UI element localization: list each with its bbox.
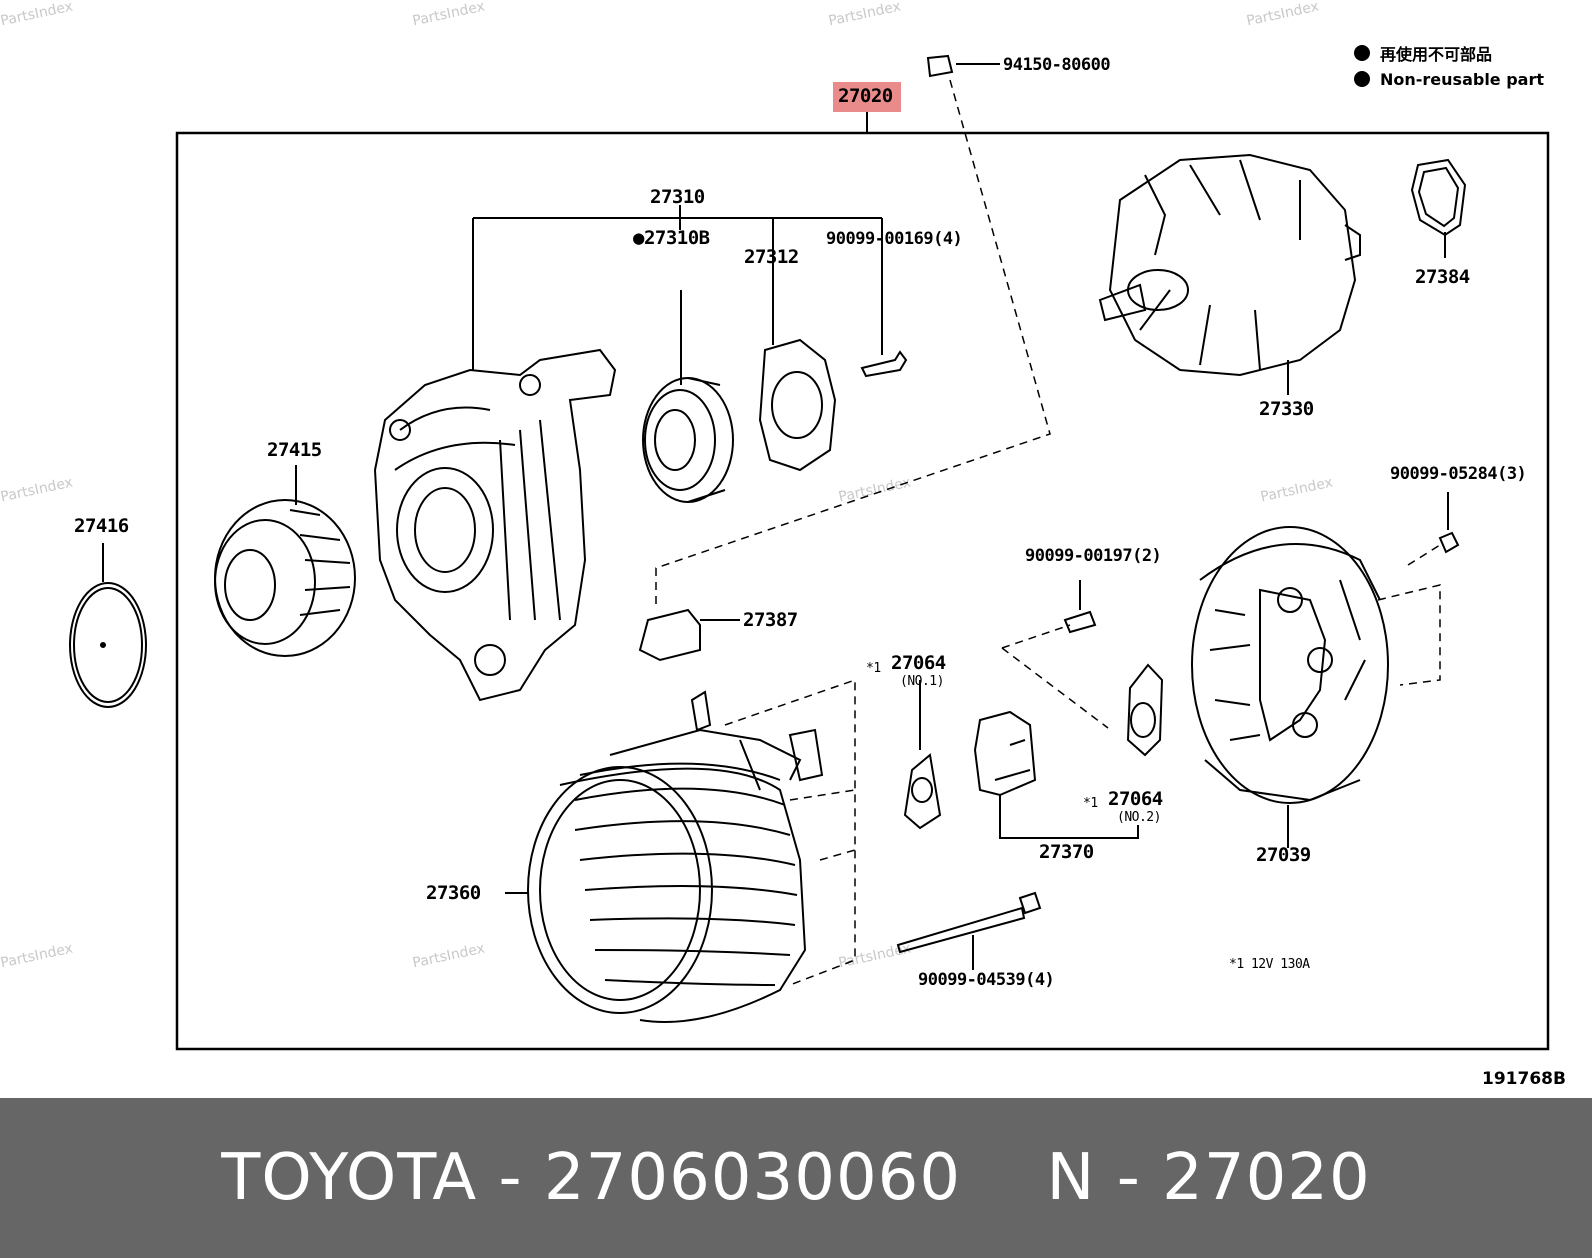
brush-holder bbox=[973, 624, 1139, 839]
diagram-code: 191768B bbox=[1482, 1069, 1566, 1089]
non-reusable-dot-icon bbox=[1354, 71, 1370, 87]
rotor bbox=[1098, 153, 1361, 395]
footer-part-number: 2706030060 bbox=[543, 1141, 962, 1215]
exploded-view-drawing bbox=[69, 54, 1550, 1051]
non-reusable-dot-icon bbox=[1354, 45, 1370, 61]
retainer-plate bbox=[758, 338, 837, 472]
footer-ref: N - 27020 bbox=[1046, 1141, 1371, 1215]
legend-text-jp: 再使用不可部品 bbox=[1380, 45, 1493, 64]
nut-part bbox=[926, 54, 954, 78]
nut bbox=[1438, 531, 1460, 554]
footnote-marker: *1 bbox=[1083, 796, 1098, 811]
part-label-90099-00197[interactable]: 90099-00197(2) bbox=[1025, 546, 1162, 566]
part-label-90099-05284[interactable]: 90099-05284(3) bbox=[1390, 464, 1527, 484]
part-label-27064-no1[interactable]: 27064 bbox=[891, 652, 946, 674]
part-note-no1: (NO.1) bbox=[900, 674, 944, 689]
insulator-plate-2 bbox=[1126, 663, 1164, 757]
rear-end-frame bbox=[505, 678, 856, 1023]
footer-separator: - bbox=[498, 1141, 523, 1215]
part-label-27387[interactable]: 27387 bbox=[743, 609, 798, 631]
legend-row-jp: 再使用不可部品 bbox=[1354, 40, 1544, 66]
part-label-27312[interactable]: 27312 bbox=[744, 246, 799, 268]
part-label-27370[interactable]: 27370 bbox=[1039, 841, 1094, 863]
assembly-frame bbox=[175, 131, 1550, 1051]
footer-text: TOYOTA - 2706030060 N - 27020 bbox=[221, 1141, 1370, 1215]
part-label-27310[interactable]: 27310 bbox=[650, 186, 705, 208]
part-label-90099-04539[interactable]: 90099-04539(4) bbox=[918, 970, 1055, 990]
screw bbox=[1063, 610, 1097, 634]
terminal-bracket bbox=[638, 608, 740, 662]
part-label-27360[interactable]: 27360 bbox=[426, 882, 481, 904]
dashed-leader bbox=[655, 79, 1051, 608]
part-label-27310b[interactable]: ●27310B bbox=[633, 227, 710, 249]
rear-cover bbox=[1191, 526, 1441, 848]
part-note-no2: (NO.2) bbox=[1117, 810, 1161, 825]
part-label-27330[interactable]: 27330 bbox=[1259, 398, 1314, 420]
part-label-27384[interactable]: 27384 bbox=[1415, 266, 1470, 288]
footnote-text: *1 12V 130A bbox=[1229, 957, 1310, 972]
part-label-27416[interactable]: 27416 bbox=[74, 515, 129, 537]
footer-brand: TOYOTA bbox=[221, 1141, 478, 1215]
pulley-cover bbox=[69, 543, 147, 708]
pulley bbox=[214, 465, 356, 657]
bearing bbox=[642, 377, 734, 503]
legend-text-en: Non-reusable part bbox=[1380, 69, 1545, 89]
insulator-plate-1 bbox=[903, 680, 942, 830]
part-label-27039[interactable]: 27039 bbox=[1256, 844, 1311, 866]
drive-end-frame bbox=[373, 348, 617, 702]
part-label-94150-80600[interactable]: 94150-80600 bbox=[1003, 55, 1111, 75]
parts-diagram: PartsIndex PartsIndex PartsIndex PartsIn… bbox=[0, 0, 1566, 1089]
footnote-marker: *1 bbox=[866, 661, 881, 676]
legend: 再使用不可部品 Non-reusable part bbox=[1354, 40, 1544, 92]
part-label-90099-00169[interactable]: 90099-00169(4) bbox=[826, 229, 963, 249]
part-label-27415[interactable]: 27415 bbox=[267, 439, 322, 461]
through-bolt bbox=[896, 891, 1042, 970]
assembly-label[interactable]: 27020 bbox=[838, 85, 893, 107]
footer-bar: TOYOTA - 2706030060 N - 27020 bbox=[0, 1098, 1592, 1258]
assembly-highlight bbox=[833, 82, 901, 112]
legend-row-en: Non-reusable part bbox=[1354, 66, 1544, 92]
part-label-27064-no2[interactable]: 27064 bbox=[1108, 788, 1163, 810]
screw bbox=[860, 350, 908, 378]
gasket bbox=[1410, 158, 1467, 258]
